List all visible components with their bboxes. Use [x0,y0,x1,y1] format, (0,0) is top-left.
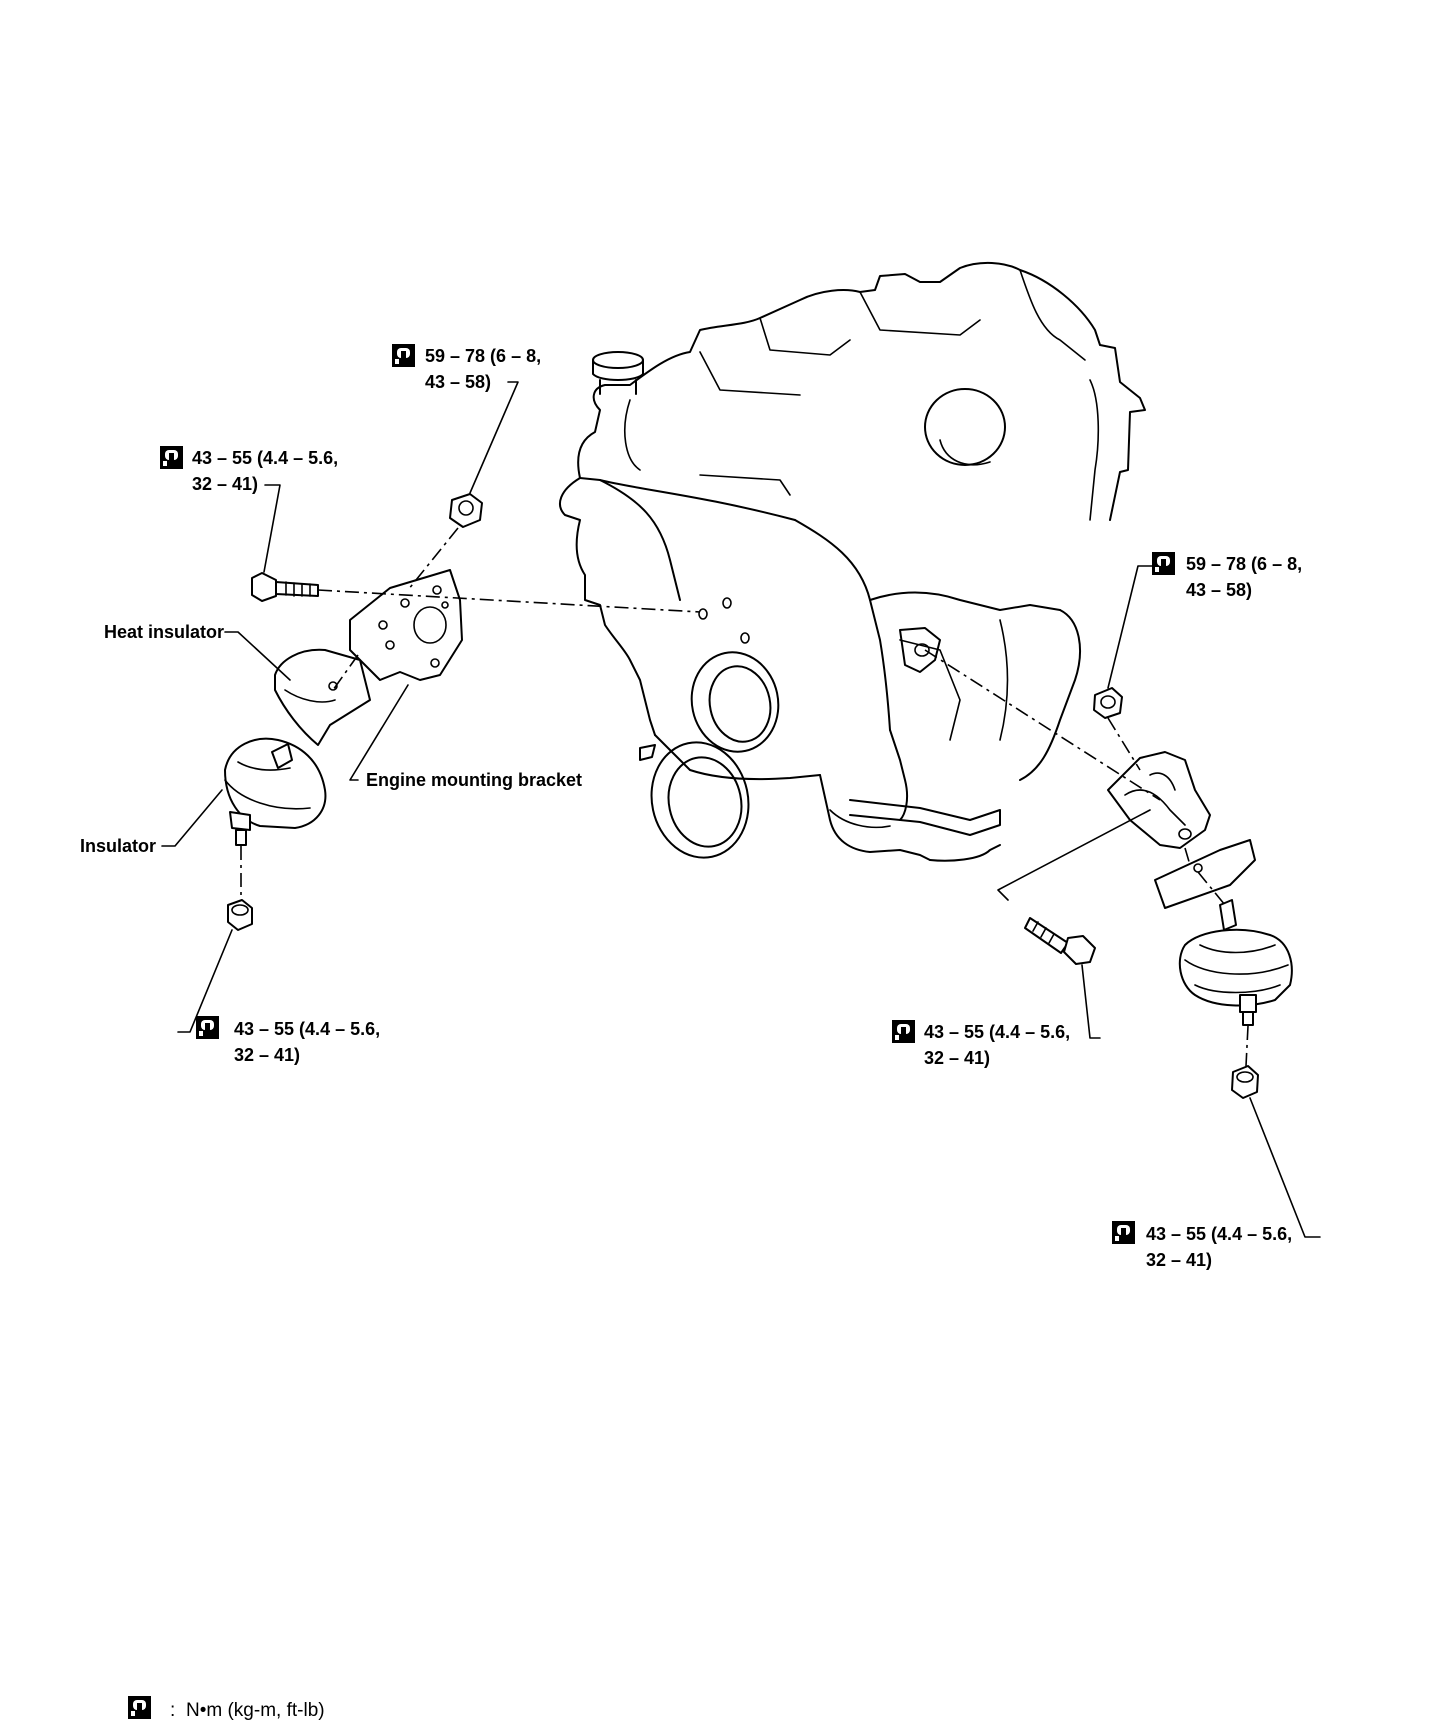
torque-value-line2: 32 – 41) [1146,1250,1212,1270]
torque-value-line2: 32 – 41) [192,474,258,494]
torque-label-upper-nut-right: 59 – 78 (6 – 8, 43 – 58) [1152,552,1302,600]
torque-label-bolt-right: 43 – 55 (4.4 – 5.6, 32 – 41) [892,1020,1070,1068]
torque-wrench-icon [196,1016,219,1039]
torque-value-line1: 59 – 78 (6 – 8, [1186,554,1302,574]
torque-wrench-icon [1112,1221,1135,1244]
torque-label-upper-nut-left: 59 – 78 (6 – 8, 43 – 58) [392,344,541,392]
torque-value-line1: 43 – 55 (4.4 – 5.6, [924,1022,1070,1042]
torque-value-line1: 59 – 78 (6 – 8, [425,346,541,366]
torque-value-line1: 43 – 55 (4.4 – 5.6, [234,1019,380,1039]
heat-insulator-label: Heat insulator [104,622,224,642]
torque-wrench-icon [128,1696,151,1719]
insulator-label: Insulator [80,836,156,856]
engine-block-drawing [559,262,1146,862]
left-mount-parts [224,493,483,931]
torque-wrench-icon [160,446,183,469]
torque-label-lower-nut-left: 43 – 55 (4.4 – 5.6, 32 – 41) [196,1016,380,1065]
torque-value-line1: 43 – 55 (4.4 – 5.6, [1146,1224,1292,1244]
torque-value-line1: 43 – 55 (4.4 – 5.6, [192,448,338,468]
torque-label-upper-bolt-left: 43 – 55 (4.4 – 5.6, 32 – 41) [160,446,338,494]
torque-value-line2: 32 – 41) [234,1045,300,1065]
torque-wrench-icon [392,344,415,367]
legend-separator: : [170,1700,175,1721]
torque-value-line2: 43 – 58) [1186,580,1252,600]
legend-units: N•m (kg-m, ft-lb) [186,1700,325,1721]
torque-wrench-icon [1152,552,1175,575]
torque-wrench-icon [892,1020,915,1043]
units-legend: : N•m (kg-m, ft-lb) [128,1696,325,1721]
torque-value-line2: 32 – 41) [924,1048,990,1068]
alignment-lines [240,527,1249,1067]
leader-lines [161,381,1321,1238]
torque-label-lower-nut-right: 43 – 55 (4.4 – 5.6, 32 – 41) [1112,1221,1292,1270]
torque-value-line2: 43 – 58) [425,372,491,392]
engine-mounting-bracket-label: Engine mounting bracket [366,770,582,790]
